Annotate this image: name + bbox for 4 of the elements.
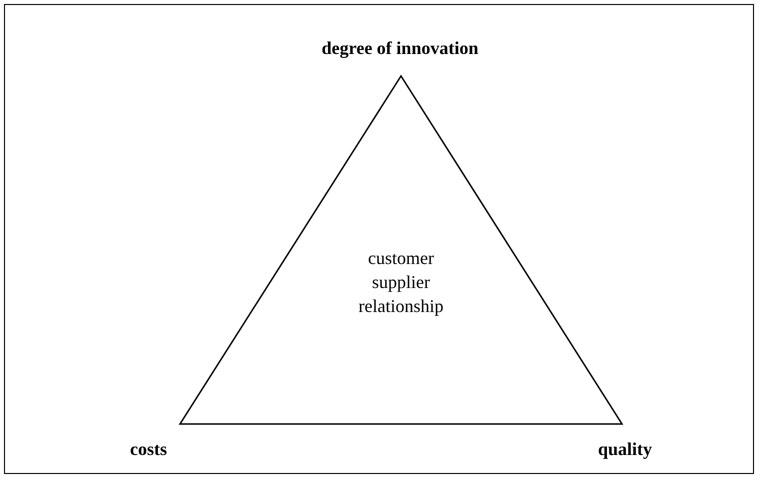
- corner-label: degree of innovation: [322, 38, 478, 59]
- corner-label: costs: [130, 439, 167, 460]
- corner-label: quality: [598, 439, 652, 460]
- center-text: customer supplier relationship: [358, 247, 444, 318]
